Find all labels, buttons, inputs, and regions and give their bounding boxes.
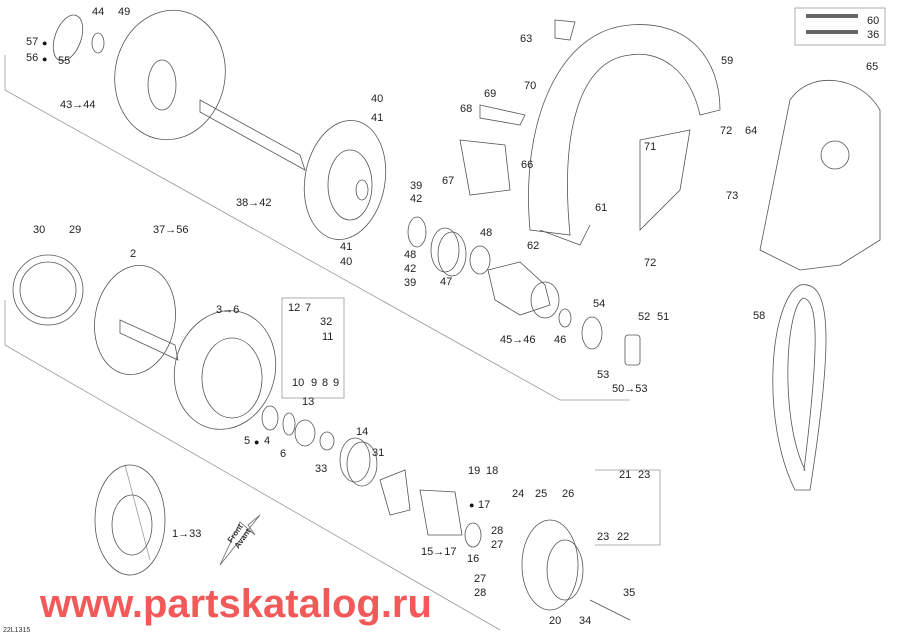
callout: 42 [410,193,423,205]
oil-drop-icon: ● [469,500,475,510]
callout: 56 [26,52,39,64]
callout: 55 [58,55,71,67]
callout: 33 [315,463,328,475]
oil-drop-icon: ● [42,54,48,64]
callout: 35 [623,587,636,599]
callout: 50→53 [612,383,648,395]
callout: 30 [33,224,46,236]
group-lines [4,7,886,631]
callout: 68 [460,103,473,115]
callout: 11 [322,331,334,343]
fixed-sheave [52,9,306,171]
callout: 22 [617,531,630,543]
callout: 38→42 [236,197,272,209]
diagram-code: 22L1315 [3,627,31,634]
callout: 63 [520,33,533,45]
callout: 23 [597,531,610,543]
callout: 41 [340,241,353,253]
oil-drop-icon: ● [42,38,48,48]
callout: 71 [644,141,657,153]
callout: 73 [726,190,739,202]
oil-drop-icon: ● [254,437,260,447]
callout: 7 [305,302,312,314]
callout: 3→6 [216,304,240,316]
drive-belt [772,284,827,491]
callout: 15→17 [421,546,457,558]
callout: 40 [340,256,353,268]
callout: 23 [638,469,651,481]
callout: 9 [311,377,318,389]
callout: 10 [292,377,305,389]
callout: 48 [404,249,417,261]
callout: 31 [372,447,385,459]
callout: 21 [619,469,632,481]
callout: 17 [478,499,491,511]
callout: 39 [404,277,417,289]
drive-pulley [12,254,631,621]
callout: 39 [410,180,423,192]
callout: 72 [720,125,733,137]
callout: 12 [288,302,301,314]
callout: 67 [442,175,455,187]
callout: 47 [440,276,453,288]
callout: 4 [264,435,271,447]
callout: 66 [521,159,534,171]
callout: 37→56 [153,224,189,236]
callout: 45→46 [500,334,536,346]
callout: 1→33 [172,528,202,540]
callout: 6 [280,448,287,460]
callout: 44 [92,6,105,18]
movable-sheave [303,120,427,248]
callout: 18 [486,465,499,477]
callout: 60 [867,15,880,27]
callout: 34 [579,615,592,627]
callout: 48 [480,227,493,239]
callout: 28 [491,525,504,537]
callout: 51 [657,311,670,323]
callout: 24 [512,488,525,500]
callout: 13 [302,396,315,408]
callout: 58 [753,310,766,322]
callout: 29 [69,224,82,236]
callout: 32 [320,316,333,328]
callout: 46 [554,334,567,346]
callout: 5 [244,435,251,447]
belt-guard [459,19,881,271]
callout: 36 [867,29,880,41]
callout: 62 [527,240,540,252]
watermark: www.partskatalog.ru [40,582,432,626]
callout: 42 [404,263,417,275]
callout: 53 [597,369,610,381]
callout: 26 [562,488,575,500]
callout: 65 [866,61,879,73]
callout: 20 [549,615,562,627]
callout: 69 [484,88,497,100]
callout: 43→44 [60,99,96,111]
spring-cam [430,227,641,366]
callout: 16 [467,553,480,565]
callout: 14 [356,426,369,438]
callout: 70 [524,80,537,92]
callout: 28 [474,587,487,599]
callout: 19 [468,465,481,477]
callout: 27 [491,539,504,551]
callout: 52 [638,311,651,323]
callout: 57 [26,36,39,48]
callout: 54 [593,298,606,310]
callout: 61 [595,202,608,214]
callout: 64 [745,125,758,137]
callout: 41 [371,112,384,124]
callout: 9 [333,377,340,389]
callout: 8 [322,377,329,389]
callout: 2 [130,248,137,260]
callout: 59 [721,55,734,67]
callout: 49 [118,6,131,18]
callout: 72 [644,257,657,269]
callout: 40 [371,93,384,105]
callout: 25 [535,488,548,500]
callout: 27 [474,573,487,585]
